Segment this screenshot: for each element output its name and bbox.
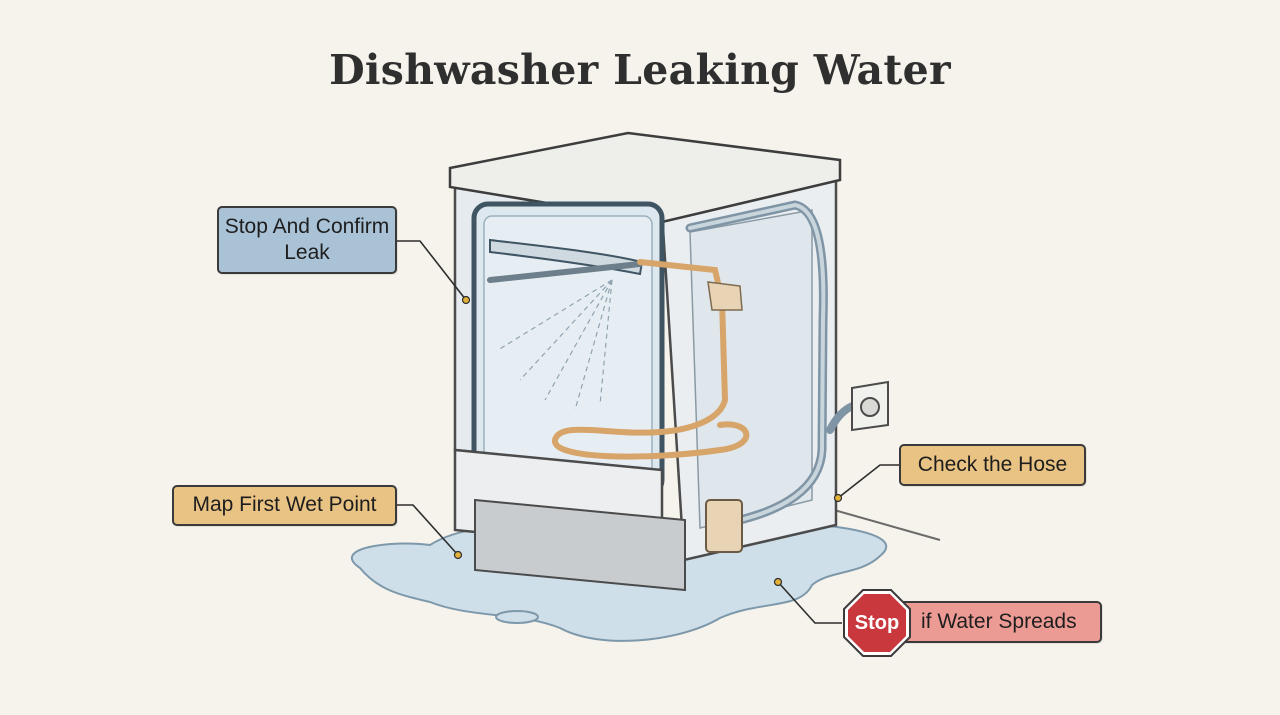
stop-sign-label: Stop	[854, 611, 900, 634]
water-droplet	[495, 610, 539, 624]
water-spray	[497, 279, 613, 411]
internal-pipe	[552, 259, 750, 460]
callout-check-the-hose: Check the Hose	[899, 444, 1086, 486]
callout-if-water-spreads: if Water Spreads	[886, 601, 1102, 643]
leader-dots	[453, 295, 843, 587]
callout-stop-and-confirm-leak: Stop And Confirm Leak	[217, 206, 397, 274]
diagram-title: Dishwasher Leaking Water	[329, 46, 951, 94]
stop-sign-icon: Stop	[842, 588, 912, 658]
leader-lines	[397, 240, 899, 624]
callout-map-first-wet-point: Map First Wet Point	[172, 485, 397, 526]
pump-fitting	[705, 499, 743, 553]
